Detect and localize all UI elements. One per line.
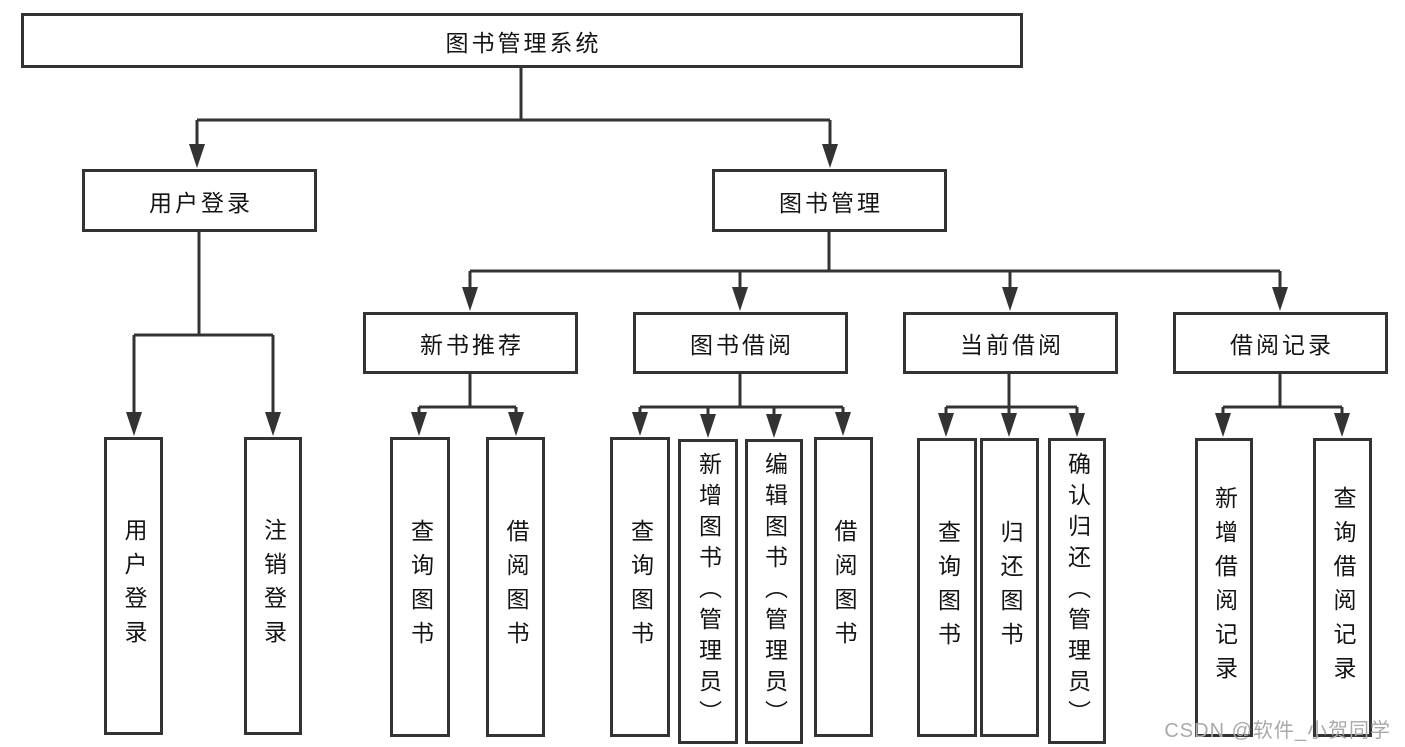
arrowhead-icon <box>1002 287 1018 311</box>
node-label: 查询图书 <box>934 519 961 656</box>
node-query-books-current: 查询图书 <box>917 438 977 737</box>
node-query-borrow-record: 查询借阅记录 <box>1313 438 1372 737</box>
node-label: 编辑图书（管理员） <box>761 452 788 731</box>
arrowhead-icon <box>462 287 478 311</box>
arrowhead-icon <box>189 144 205 168</box>
node-label: 查询借阅记录 <box>1330 485 1356 690</box>
node-label: 归还图书 <box>997 519 1023 656</box>
node-book-management: 图书管理 <box>712 169 947 232</box>
arrowhead-icon <box>632 412 648 436</box>
arrowhead-icon <box>411 412 427 436</box>
watermark: CSDN @软件_小贺同学 <box>1164 720 1391 742</box>
arrowhead-icon <box>835 412 851 436</box>
arrowhead-icon <box>938 413 954 437</box>
arrowhead-icon <box>508 412 524 436</box>
node-label: 确认归还（管理员） <box>1064 451 1091 731</box>
arrowhead-icon <box>1001 413 1017 437</box>
node-borrow-books-borrow: 借阅图书 <box>814 437 873 737</box>
arrowhead-icon <box>1334 413 1350 437</box>
node-new-book-recommend: 新书推荐 <box>363 312 578 374</box>
node-label: 查询图书 <box>627 519 654 655</box>
node-confirm-return-admin: 确认归还（管理员） <box>1048 438 1106 744</box>
node-current-borrowing: 当前借阅 <box>903 312 1118 374</box>
node-user-login: 用户登录 <box>82 169 317 232</box>
arrowhead-icon <box>766 414 782 438</box>
arrowhead-icon <box>732 287 748 311</box>
node-user-login-leaf: 用户登录 <box>104 437 163 735</box>
node-add-books-admin: 新增图书（管理员） <box>678 439 738 744</box>
node-borrow-books-rec: 借阅图书 <box>486 437 545 737</box>
arrowhead-icon <box>700 414 716 438</box>
node-query-books-rec: 查询图书 <box>390 437 450 737</box>
node-query-books-borrow: 查询图书 <box>610 437 670 737</box>
node-borrowing-records: 借阅记录 <box>1173 312 1388 374</box>
node-label: 用户登录 <box>121 518 147 654</box>
node-root: 图书管理系统 <box>21 13 1023 68</box>
node-edit-books-admin: 编辑图书（管理员） <box>745 439 803 744</box>
arrowhead-icon <box>1215 413 1231 437</box>
node-label: 借阅图书 <box>831 519 857 655</box>
node-label: 注销登录 <box>260 518 287 654</box>
node-label: 查询图书 <box>407 519 434 655</box>
arrowhead-icon <box>1272 287 1288 311</box>
node-book-borrowing: 图书借阅 <box>633 312 848 374</box>
node-label: 新增借阅记录 <box>1211 485 1238 690</box>
arrowhead-icon <box>822 144 838 168</box>
arrowhead-icon <box>1069 413 1085 437</box>
node-label: 借阅图书 <box>503 519 529 655</box>
node-label: 新增图书（管理员） <box>695 452 722 731</box>
node-add-borrow-record: 新增借阅记录 <box>1195 438 1253 737</box>
arrowhead-icon <box>126 412 142 436</box>
node-return-books: 归还图书 <box>980 438 1039 737</box>
arrowhead-icon <box>265 412 281 436</box>
node-logout-leaf: 注销登录 <box>244 437 302 735</box>
